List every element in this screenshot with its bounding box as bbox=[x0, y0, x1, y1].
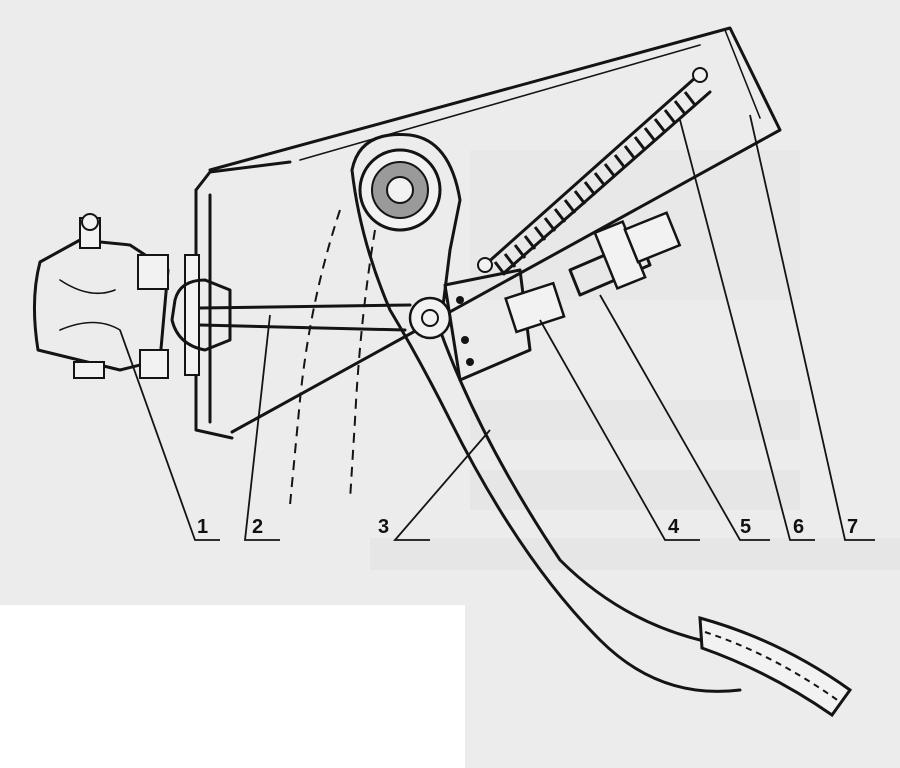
leader-2 bbox=[243, 314, 280, 541]
callout-label-7: 7 bbox=[847, 516, 858, 538]
callout-label-2: 2 bbox=[252, 516, 263, 538]
leader-3 bbox=[393, 429, 491, 541]
return-spring bbox=[477, 67, 712, 276]
pushrod bbox=[198, 303, 412, 332]
leader-lines bbox=[119, 114, 875, 541]
stop-light-switch bbox=[568, 211, 682, 297]
callout-label-5: 5 bbox=[740, 516, 751, 538]
leader-6 bbox=[679, 119, 815, 541]
callout-labels: 1 2 3 4 5 6 7 bbox=[197, 516, 858, 538]
pedal-pad bbox=[698, 615, 853, 718]
pedal-bracket-plate bbox=[208, 26, 782, 434]
pivot-shaft bbox=[358, 148, 442, 232]
callout-label-3: 3 bbox=[378, 516, 389, 538]
switch-bracket bbox=[443, 268, 566, 382]
leader-1 bbox=[119, 329, 220, 541]
callout-label-4: 4 bbox=[668, 516, 680, 538]
leader-4 bbox=[539, 319, 700, 541]
leader-5 bbox=[599, 294, 770, 541]
brake-pedal-arm bbox=[350, 132, 742, 693]
callout-label-1: 1 bbox=[197, 516, 208, 538]
callout-label-6: 6 bbox=[793, 516, 804, 538]
pushrod-boot bbox=[170, 278, 232, 352]
pedal-alternate-position bbox=[289, 209, 376, 506]
leader-7 bbox=[749, 114, 875, 541]
master-cylinder bbox=[32, 213, 170, 379]
firewall-flange bbox=[184, 160, 292, 440]
